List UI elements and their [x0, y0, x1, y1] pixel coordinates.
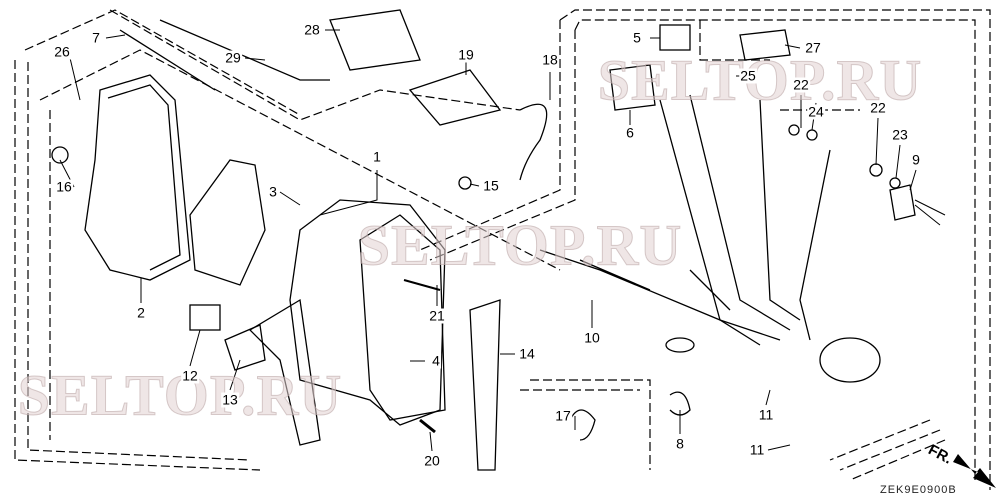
callout: 22	[869, 99, 887, 116]
wire-29	[119, 19, 330, 91]
part-9	[889, 184, 916, 221]
callout: 18	[541, 51, 559, 68]
callout: 4	[431, 352, 441, 369]
pad-19	[408, 69, 502, 126]
callout: 25	[739, 67, 757, 84]
callout: 21	[428, 307, 446, 324]
callout: 14	[518, 345, 536, 362]
solenoid	[819, 337, 881, 383]
callout: 20	[423, 452, 441, 469]
bolt-16	[51, 146, 69, 164]
switch-13	[224, 324, 266, 371]
callout: 23	[891, 126, 909, 143]
callout: 26	[53, 43, 71, 60]
callout: 22	[792, 76, 810, 93]
holder-6	[609, 64, 656, 111]
callout: 7	[91, 29, 101, 46]
callout: 11	[757, 406, 775, 423]
callout: 2	[136, 304, 146, 321]
panel-4	[248, 298, 321, 446]
bracket-3	[189, 159, 266, 286]
screw-15	[458, 176, 472, 190]
clip-17	[569, 409, 596, 441]
callout: 29	[224, 49, 242, 66]
callout: 1	[372, 148, 382, 165]
cover-2	[84, 74, 191, 281]
grommet	[665, 337, 695, 353]
callout: 28	[303, 21, 321, 38]
front-arrow-icon	[953, 454, 996, 488]
callout: 27	[804, 39, 822, 56]
callout: 16	[55, 178, 73, 195]
callout: 9	[911, 151, 921, 168]
callout: 17	[554, 407, 572, 424]
callout: 15	[482, 177, 500, 194]
callout: 5	[632, 29, 642, 46]
callout: 11	[748, 441, 766, 458]
callout: 13	[221, 391, 239, 408]
callout: 6	[625, 124, 635, 141]
part-outlines	[51, 9, 916, 471]
callout: 10	[583, 329, 601, 346]
diagram-code: ZEK9E0900B	[880, 484, 957, 496]
plate-14	[469, 299, 501, 471]
callout: 19	[457, 46, 475, 63]
regulator-28	[329, 9, 421, 71]
callout: 8	[675, 435, 685, 452]
callout: 12	[181, 367, 199, 384]
callout: 3	[268, 183, 278, 200]
wire-harness-10	[659, 94, 831, 341]
switch-12	[189, 304, 221, 331]
band-18	[519, 103, 548, 181]
watermark: SELTOP.RU	[597, 47, 923, 113]
control-box-1	[289, 199, 446, 426]
callout: 24	[807, 103, 825, 120]
cap-27	[739, 29, 791, 61]
clip-8	[669, 391, 691, 416]
watermark: SELTOP.RU	[17, 362, 343, 428]
watermark: SELTOP.RU	[357, 212, 683, 278]
